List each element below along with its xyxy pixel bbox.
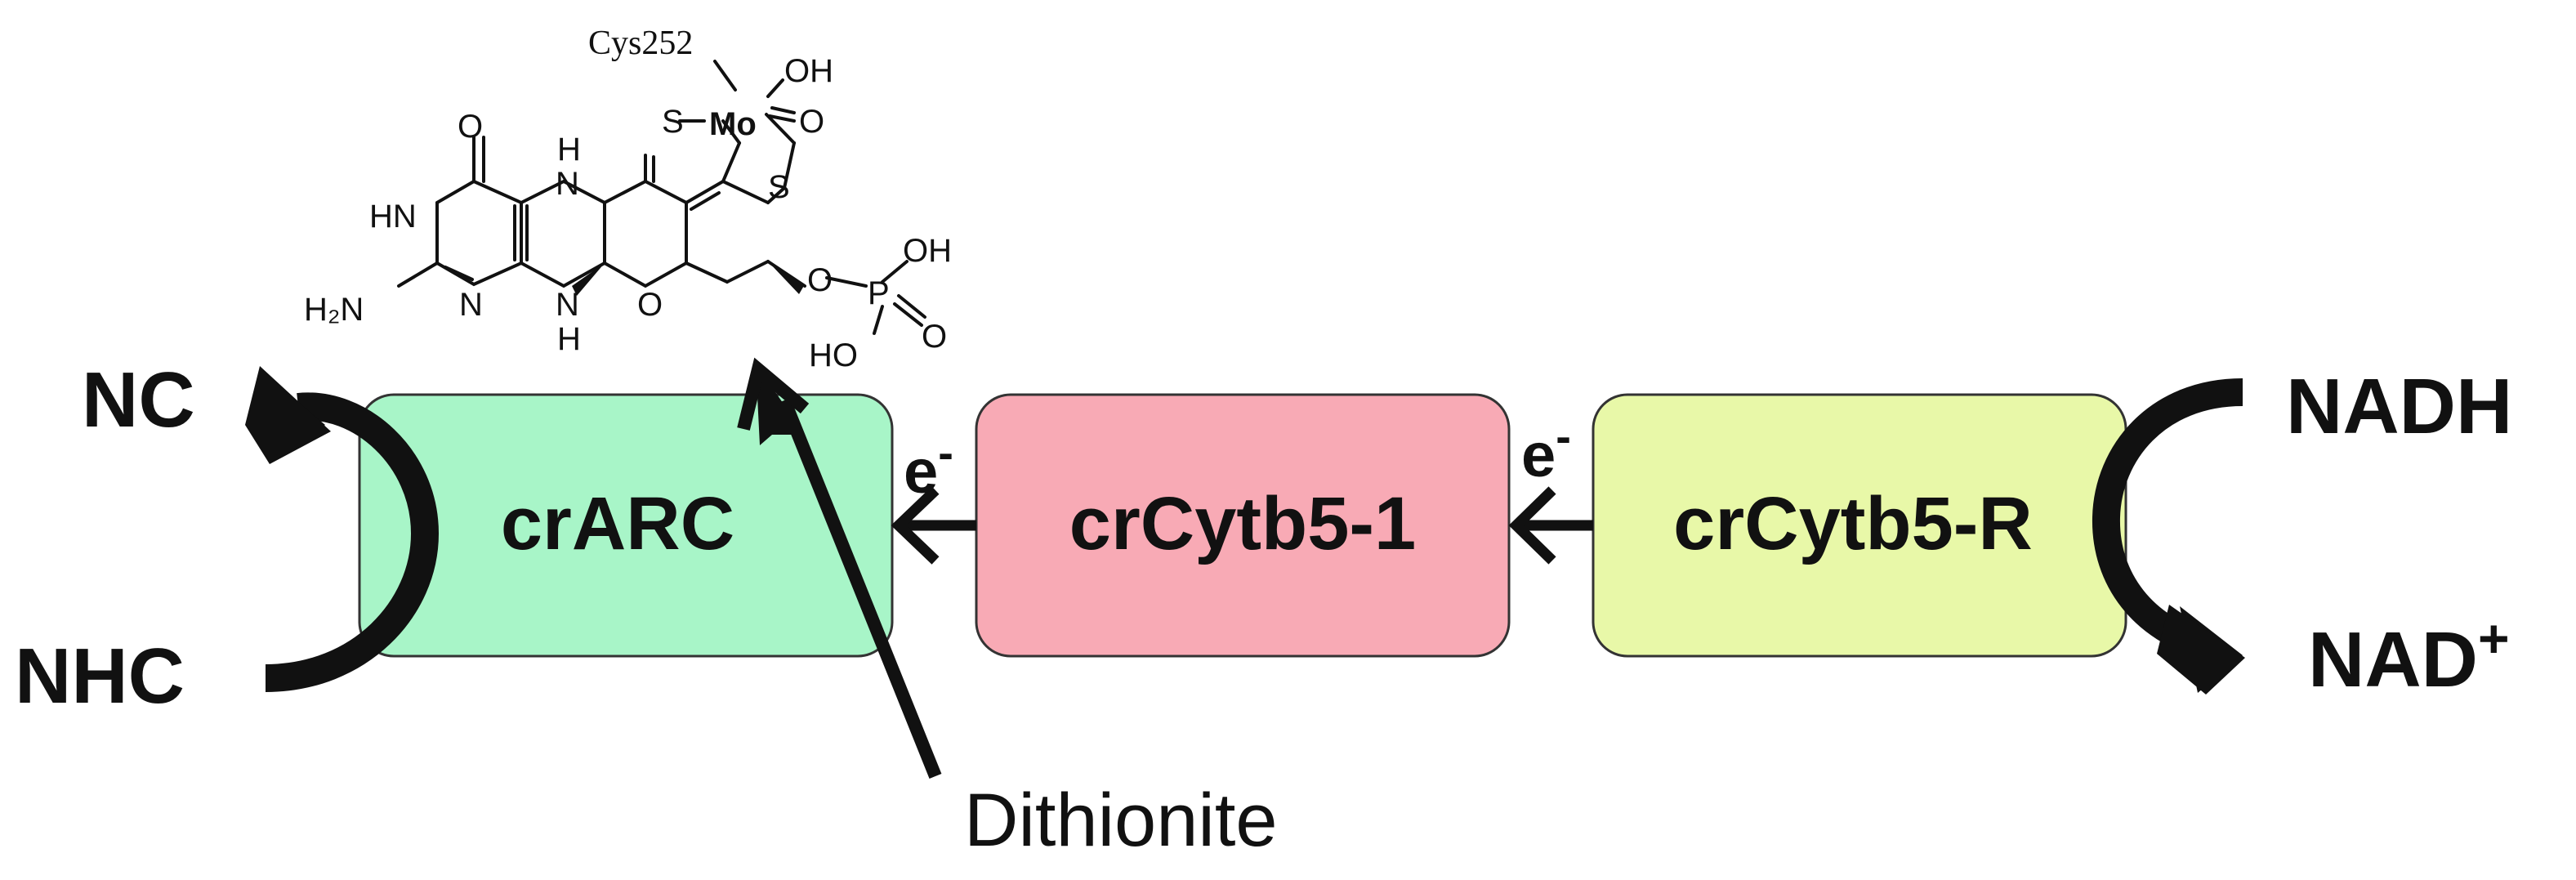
label-nhc: NHC: [15, 632, 185, 720]
box-crarc: crARC: [358, 393, 894, 658]
atom-s2: S: [768, 169, 790, 205]
right-reaction-arrow: [2092, 378, 2245, 695]
atom-h5: H: [557, 132, 581, 168]
box-crcytb5-r-label: crCytb5-R: [1673, 482, 2033, 565]
left-reaction-arrow: [245, 366, 440, 692]
atom-s1: S: [662, 104, 684, 140]
atom-h2n: H₂N: [304, 292, 364, 328]
electron-label-2: e-: [1521, 410, 1571, 490]
atom-o-pyran: O: [637, 287, 663, 323]
atom-p: P: [868, 275, 890, 311]
moco-structure: Cys252 Mo OH O S S O HN N H₂N N H N H O …: [304, 25, 952, 373]
dithionite-arrow: [737, 357, 942, 779]
box-crcytb5-1: crCytb5-1: [975, 393, 1511, 658]
atom-cys252: Cys252: [588, 25, 693, 62]
atom-hn: HN: [369, 199, 417, 235]
electron-arrow-1: e-: [891, 427, 976, 565]
atom-o-ester: O: [807, 262, 833, 298]
atom-n-ring: N: [459, 287, 483, 323]
box-crcytb5-1-label: crCytb5-1: [1069, 482, 1416, 565]
atom-oh-p: OH: [903, 233, 952, 269]
atom-o-keto: O: [458, 109, 483, 145]
electron-arrow-2: e-: [1508, 410, 1593, 565]
label-nad-plus: NAD+: [2308, 608, 2510, 704]
box-crcytb5-r: crCytb5-R: [1592, 393, 2127, 658]
atom-mo: Mo: [709, 106, 757, 142]
electron-label-1: e-: [904, 427, 953, 507]
box-crarc-label: crARC: [501, 482, 734, 565]
atom-oh-mo: OH: [784, 53, 833, 89]
atom-o-mo: O: [799, 104, 824, 140]
atom-n5: N: [556, 166, 579, 202]
atom-ho-p: HO: [809, 337, 858, 373]
label-dithionite: Dithionite: [964, 779, 1278, 862]
label-nadh: NADH: [2286, 363, 2512, 450]
atom-o-p: O: [922, 319, 947, 355]
label-nc: NC: [82, 356, 195, 444]
atom-n8: N: [556, 287, 579, 323]
atom-h8: H: [557, 321, 581, 357]
